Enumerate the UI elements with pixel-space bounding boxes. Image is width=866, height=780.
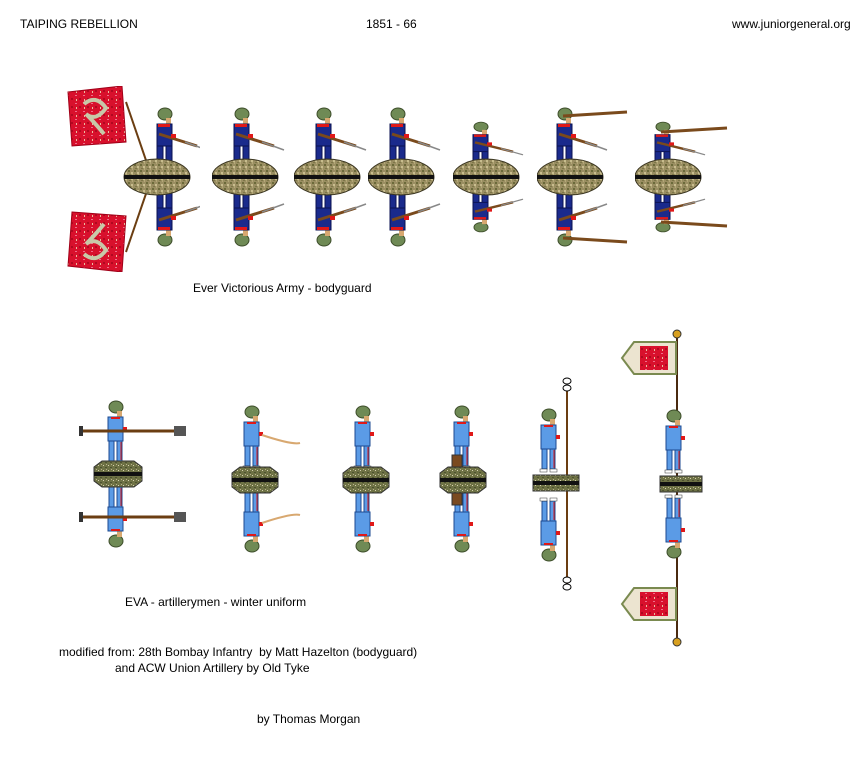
website-link[interactable]: www.juniorgeneral.org [732,17,851,31]
bodyguard-figure-standing-firing [537,92,632,257]
bodyguard-figure-kneeling-firing [635,92,730,257]
bodyguard-figure-walking [294,92,384,257]
author-credit: by Thomas Morgan [257,712,361,726]
bodyguard-caption: Ever Victorious Army - bodyguard [193,281,372,295]
artillery-figure-rammer [78,395,190,555]
bodyguard-figure-advancing [212,92,302,257]
artillery-figure-standard-bearer [620,328,710,648]
bodyguard-figure-kneeling [453,92,543,257]
date-range: 1851 - 66 [366,17,417,31]
artillery-figure-ammo-carrier [432,405,512,555]
artillery-figure-sponge-staff [525,375,595,595]
bodyguard-figure-port-arms [368,92,458,257]
credits-line-2: and ACW Union Artillery by Old Tyke [115,661,310,675]
artillery-figure-lanyard [222,405,312,555]
artillery-caption: EVA - artillerymen - winter uniform [125,595,307,609]
flag-bottom [66,210,128,272]
flag-top [66,86,128,148]
page-title: TAIPING REBELLION [20,17,138,31]
artillery-figure-pointing [335,405,415,555]
credits-line-1: modified from: 28th Bombay Infantry by M… [59,645,418,659]
bodyguard-figure-standard-bearer [110,92,200,257]
